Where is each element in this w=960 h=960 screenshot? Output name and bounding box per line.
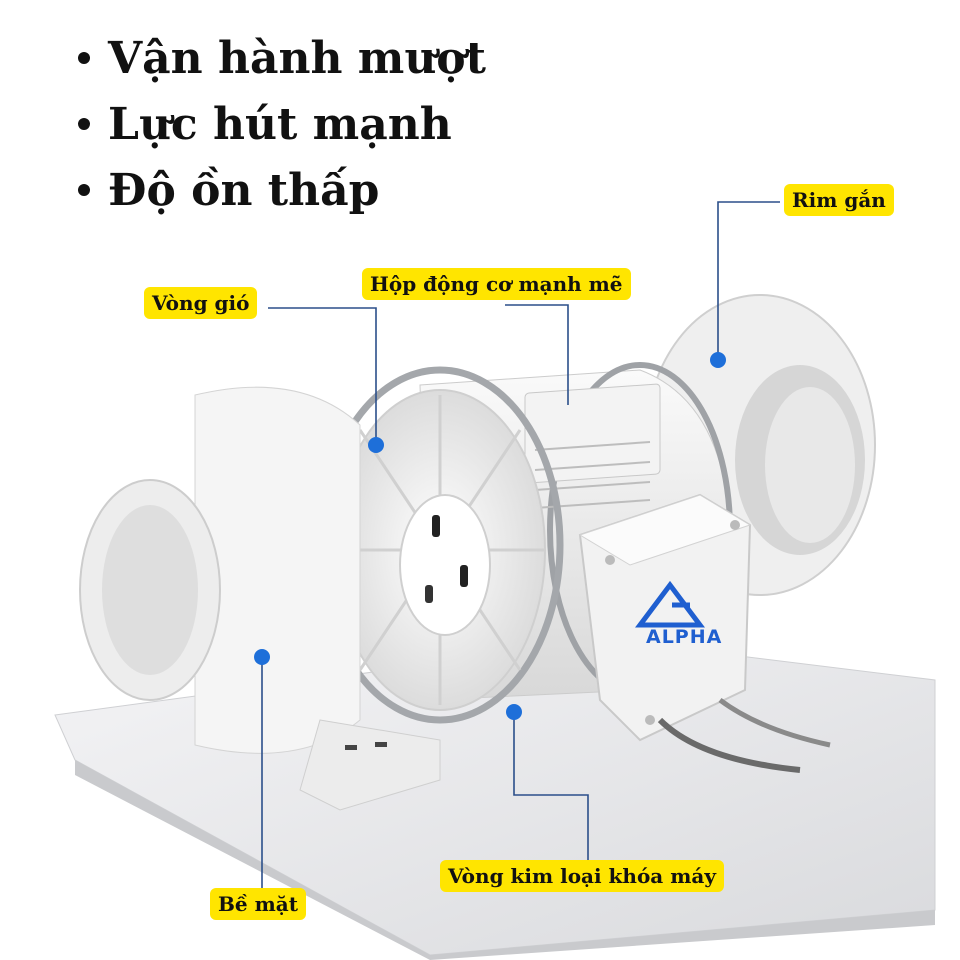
feature-text: Độ ồn thấp [108, 165, 380, 216]
feature-item: Vận hành mượt [78, 26, 486, 92]
pointer-line-metal-ring [513, 712, 589, 862]
pointer-dot-rim [710, 352, 726, 368]
fan-face [334, 389, 546, 711]
label-metal-ring: Vòng kim loại khóa máy [440, 860, 724, 892]
label-surface: Bề mặt [210, 888, 306, 920]
pointer-dot-surface [254, 649, 270, 665]
pointer-line-motor-box [505, 304, 569, 405]
bullet-dot-icon [78, 51, 90, 64]
pointer-line-air-ring [268, 307, 377, 445]
feature-text: Vận hành mượt [108, 33, 486, 84]
front-duct [79, 386, 441, 811]
feature-item: Độ ồn thấp [78, 158, 486, 224]
alpha-logo-icon [635, 580, 705, 628]
bullet-dot-icon [78, 117, 90, 130]
pointer-dot-metal-ring [506, 704, 522, 720]
feature-list: Vận hành mượt Lực hút mạnh Độ ồn thấp [78, 26, 486, 224]
feature-item: Lực hút mạnh [78, 92, 486, 158]
pointer-dot-air-ring [368, 437, 384, 453]
feature-text: Lực hút mạnh [108, 99, 452, 150]
label-air-ring: Vòng gió [144, 287, 258, 319]
label-rim: Rim gắn [784, 184, 894, 216]
power-cable [657, 717, 801, 773]
brand-logo-text: ALPHA [646, 626, 723, 648]
pointer-line-rim [717, 201, 780, 360]
junction-box [578, 493, 752, 742]
bullet-dot-icon [78, 183, 90, 196]
label-motor-box: Hộp động cơ mạnh mẽ [362, 268, 631, 300]
